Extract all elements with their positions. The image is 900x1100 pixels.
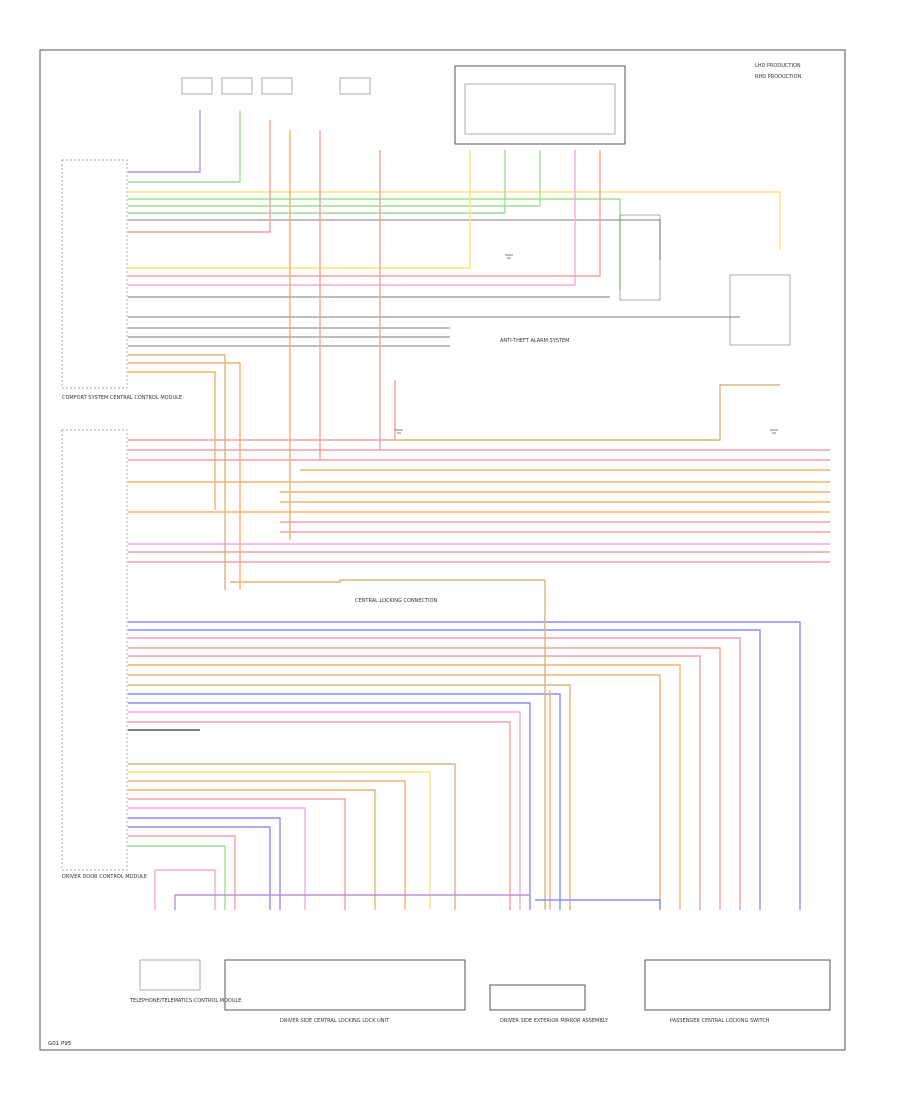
driver-mirror-assembly [489, 984, 586, 1011]
driver-lock-label: DRIVER SIDE CENTRAL LOCKING LOCK UNIT [280, 1018, 390, 1024]
comfort-module-label: COMFORT SYSTEM CENTRAL CONTROL MODULE [62, 395, 182, 401]
fuse-icon [261, 77, 293, 95]
passenger-switch-label: PASSENGER CENTRAL LOCKING SWITCH [670, 1018, 770, 1024]
comfort-module-outline [61, 159, 128, 389]
legend: LHD PRODUCTION RHD PRODUCTION [755, 63, 802, 80]
wires-upper [128, 110, 781, 590]
fuse-icon [181, 77, 213, 95]
wires-lower [128, 579, 801, 910]
mirror-module [619, 214, 661, 301]
telephone-label: TELEPHONE/TELEMATICS CONTROL MODULE [129, 998, 241, 1004]
central-locking-label: CENTRAL LOCKING CONNECTION [355, 598, 438, 604]
fuse-icon [339, 77, 371, 95]
legend-lhd: LHD PRODUCTION [755, 63, 801, 69]
fuse-icon [221, 77, 253, 95]
driver-door-module-outline [61, 429, 128, 871]
diagram-border [39, 49, 846, 1051]
switch-icon [729, 274, 791, 346]
footer-code: G01 P95 [48, 1041, 72, 1047]
anti-theft-label: ANTI-THEFT ALARM SYSTEM [500, 338, 570, 344]
wires-middle [128, 130, 830, 563]
driver-door-module-label: DRIVER DOOR CONTROL MODULE [62, 874, 147, 880]
driver-mirror-label: DRIVER SIDE EXTERIOR MIRROR ASSEMBLY [500, 1018, 609, 1024]
relay-inner [464, 83, 616, 135]
driver-lock-unit [224, 959, 466, 1011]
passenger-switch [644, 959, 831, 1011]
relay-box [454, 65, 626, 145]
telephone-module [139, 959, 201, 991]
legend-rhd: RHD PRODUCTION [755, 74, 802, 80]
fuse-block [181, 77, 371, 95]
ground-icon [395, 254, 778, 434]
